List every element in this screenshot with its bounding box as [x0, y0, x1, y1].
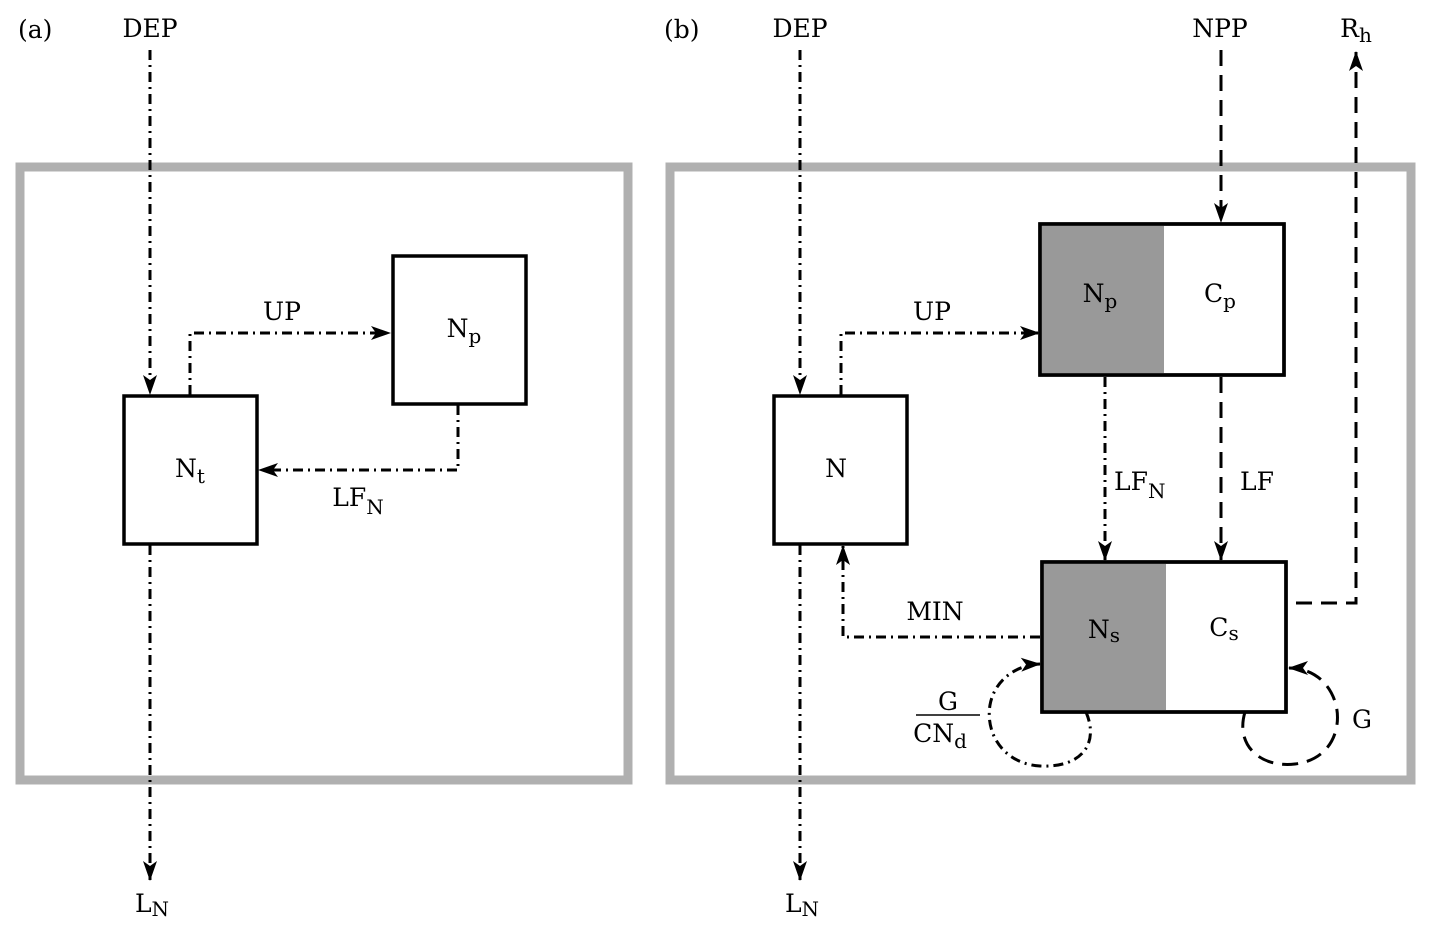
panel-b-ns-label: Ns: [1088, 615, 1120, 647]
panel-a-litterfall-n-arrow: [258, 405, 460, 477]
panel-a-boundary: [15, 162, 633, 785]
panel-a-nt-box: [122, 394, 259, 546]
panel-b-mineralization-arrow: [836, 545, 1040, 639]
panel-b-mineralization-label: MIN: [906, 597, 963, 626]
panel-b-cs-growth-loop: [1241, 661, 1339, 766]
panel-b-np-label: Np: [1083, 279, 1118, 313]
panel-b-cs-label: Cs: [1209, 613, 1238, 645]
panel-b-uptake-label: UP: [913, 297, 951, 326]
panel-b-npp-label: NPP: [1192, 14, 1248, 43]
panel-b-tag: (b): [664, 15, 700, 44]
panel-a-uptake-label: UP: [263, 297, 301, 326]
panel-a-dep-label: DEP: [122, 14, 177, 43]
panel-b-plant-box-outline: [1038, 222, 1286, 377]
panel-a-nt-label: Nt: [175, 454, 205, 488]
panel-b-n-label: N: [825, 454, 847, 483]
panel-b-plant-n-shade: [1042, 226, 1164, 373]
panel-a-np-box: [391, 254, 528, 406]
panel-a-loss-label: LN: [135, 889, 169, 921]
panel-a-tag: (a): [18, 15, 52, 44]
panel-b-boundary: [665, 162, 1416, 785]
panel-b-litterfall-label: LF: [1240, 467, 1274, 496]
panel-b-resp-label: Rh: [1340, 14, 1372, 47]
growth-fraction-numerator: G: [938, 687, 958, 716]
panel-b-soil-n-shade: [1044, 564, 1166, 710]
panel-b-litterfall-n-label: LFN: [1114, 467, 1165, 503]
panel-b-n-box: [772, 394, 909, 546]
panel-b-ns-growth-loop: [987, 657, 1092, 768]
panel-b: (b) DEP NPP Rh N Np Cp: [664, 14, 1416, 921]
panel-b-soil-box-outline: [1040, 560, 1288, 714]
panel-a-litterfall-n-label: LFN: [332, 483, 383, 519]
panel-b-loss-label: LN: [785, 889, 819, 921]
panel-a-np-label: Np: [447, 314, 482, 348]
panel-b-cs-growth-label: G: [1352, 705, 1372, 734]
panel-b-ns-growth-label: G CNd: [913, 687, 980, 753]
panel-a-uptake-arrow: [188, 326, 391, 395]
panel-b-respiration-arrow: [1296, 51, 1363, 605]
panel-b-cp-label: Cp: [1204, 279, 1236, 313]
panel-b-dep-label: DEP: [772, 14, 827, 43]
panel-b-uptake-arrow: [839, 326, 1040, 395]
growth-fraction-denominator: CNd: [913, 719, 967, 753]
panel-a: (a) DEP Nt Np UP LFN LN: [15, 14, 633, 921]
